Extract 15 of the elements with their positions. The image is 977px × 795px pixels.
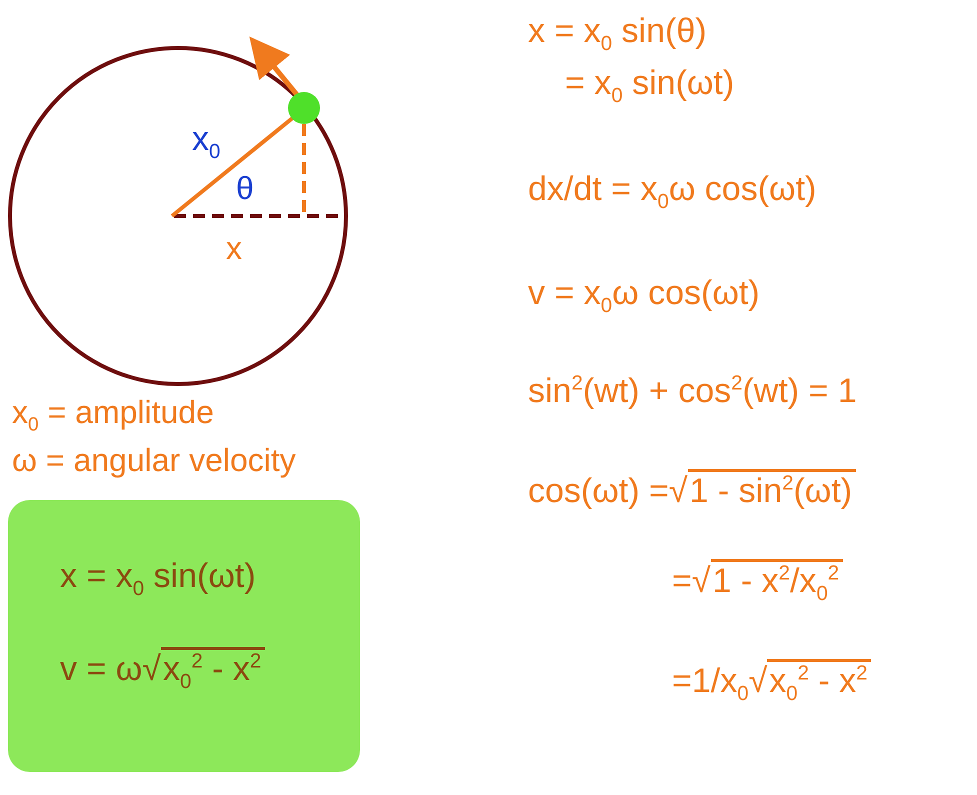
definition-text: ω = angular velocity (12, 441, 296, 480)
equation: cos(ωt) =√1 - sin$^{2}$(ωt) (528, 470, 856, 512)
definition-text: x$_{0}$ = amplitude (12, 393, 214, 438)
equation: =1/x$_{0}$√x$_{0}$$^{2}$ - x$^{2}$ (672, 660, 872, 708)
equation: v = x$_{0}$ω cos(ωt) (528, 273, 760, 319)
variable-label: x$_{0}$ (192, 119, 220, 165)
equation: sin$^{2}$(wt) + cos$^{2}$(wt) = 1 (528, 371, 857, 412)
equation: x = x$_{0}$ sin(θ) (528, 11, 707, 57)
equation: v = ω√x$_{0}$$^{2}$ - x$^{2}$ (60, 648, 266, 696)
variable-label: x (226, 229, 242, 268)
equation: = x$_{0}$ sin(ωt) (565, 63, 734, 109)
angle-label: θ (236, 169, 254, 208)
equation: dx/dt = x$_{0}$ω cos(ωt) (528, 169, 816, 215)
formula-card (8, 500, 360, 772)
equation: x = x$_{0}$ sin(ωt) (60, 556, 256, 602)
